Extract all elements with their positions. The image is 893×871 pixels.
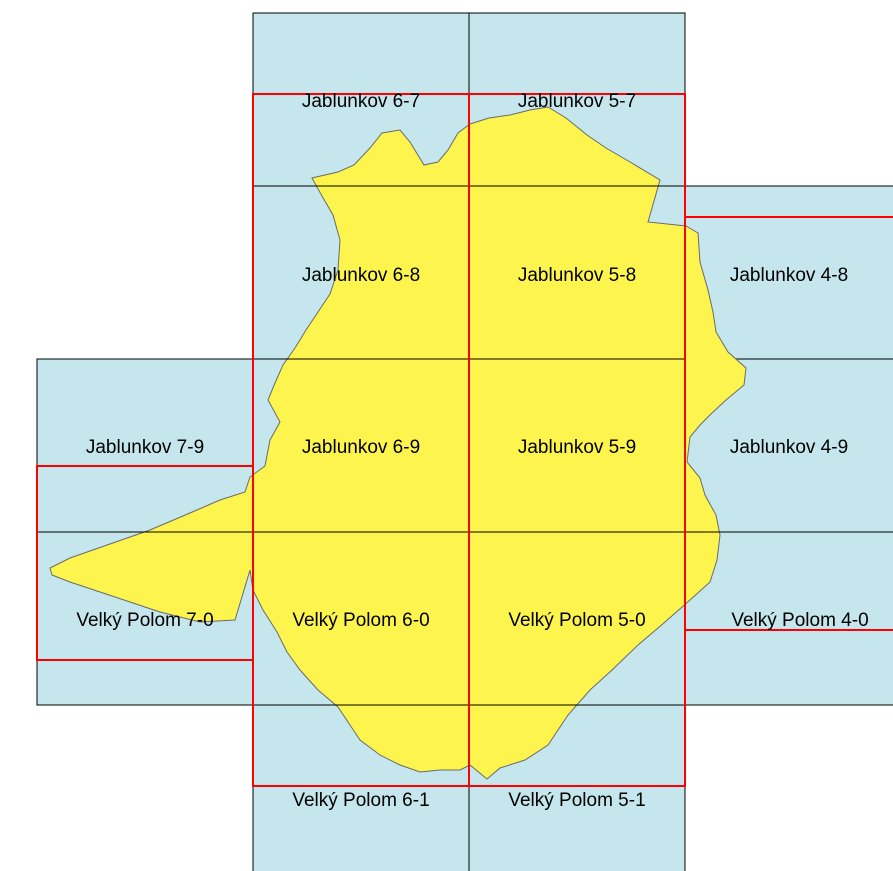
tile-velky-polom-4-0[interactable] — [684, 531, 893, 706]
label-jablunkov-5-8: Jablunkov 5-8 — [518, 265, 636, 286]
label-jablunkov-6-9: Jablunkov 6-9 — [302, 437, 420, 458]
label-jablunkov-6-7: Jablunkov 6-7 — [302, 91, 420, 112]
red-frames — [36, 93, 893, 787]
label-jablunkov-5-7: Jablunkov 5-7 — [518, 91, 636, 112]
label-velky-polom-5-0: Velký Polom 5-0 — [508, 610, 645, 631]
tile-labels: Jablunkov 6-7 Jablunkov 5-7 Jablunkov 6-… — [76, 91, 868, 811]
label-velky-polom-7-0: Velký Polom 7-0 — [76, 610, 213, 631]
label-jablunkov-4-8: Jablunkov 4-8 — [730, 265, 848, 286]
territory-region — [49, 106, 747, 780]
label-jablunkov-4-9: Jablunkov 4-9 — [730, 437, 848, 458]
label-velky-polom-6-1: Velký Polom 6-1 — [292, 790, 429, 811]
tile-jablunkov-4-8[interactable] — [684, 185, 893, 360]
frame-left — [36, 465, 254, 661]
label-jablunkov-6-8: Jablunkov 6-8 — [302, 265, 420, 286]
label-jablunkov-5-9: Jablunkov 5-9 — [518, 437, 636, 458]
label-velky-polom-6-0: Velký Polom 6-0 — [292, 610, 429, 631]
label-jablunkov-7-9: Jablunkov 7-9 — [86, 437, 204, 458]
label-velky-polom-4-0: Velký Polom 4-0 — [731, 610, 868, 631]
label-velky-polom-5-1: Velký Polom 5-1 — [508, 790, 645, 811]
